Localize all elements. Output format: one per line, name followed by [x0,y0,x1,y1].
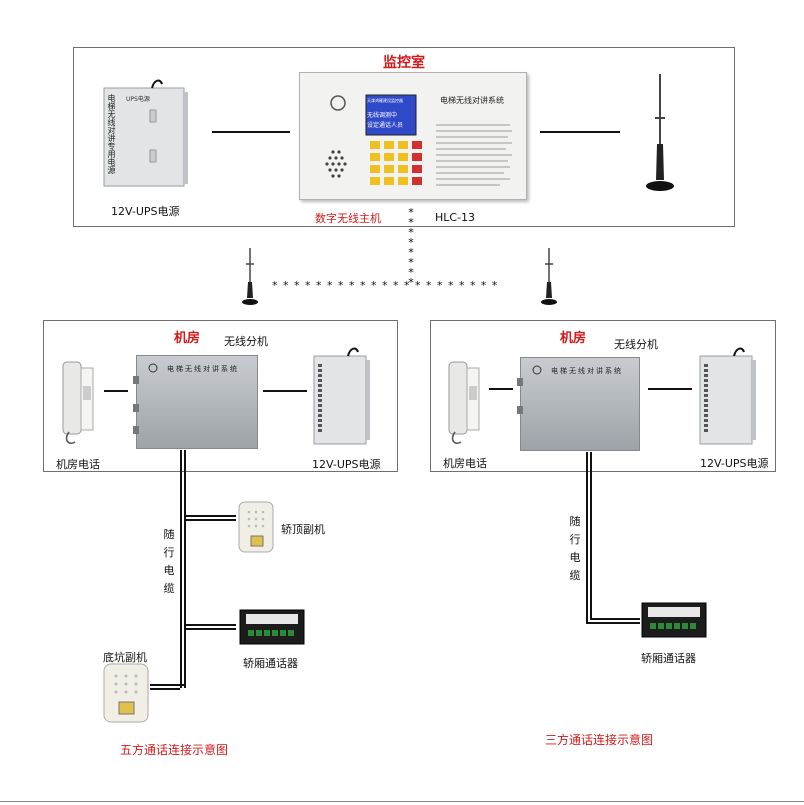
wireless-horizontal-dots: * * * * * * * * * * * * * * * * * * * * … [272,279,499,292]
keypad-icon [370,141,422,185]
left-sub-antenna-icon [242,248,258,305]
left-sub-unit-face-title: 电梯无线对讲系统 [167,365,239,373]
right-phone-label: 机房电话 [443,457,487,470]
left-ups-label: 12V-UPS电源 [312,458,381,471]
ups-face-text: UPS电源 [126,96,150,103]
left-machine-room-phone-icon [62,361,94,444]
link-host-antenna [540,131,620,133]
control-room-ups-label: 12V-UPS电源 [111,205,180,218]
three-way-caption: 三方通话连接示意图 [545,733,654,747]
right-sub-antenna-icon [541,248,557,305]
left-car-comm-label: 轿厢通话器 [243,657,298,670]
host-screen-line-1: 天津鸿雁建设监控器 [367,98,403,103]
left-phone-label: 机房电话 [56,458,100,471]
link-pit-a [150,684,184,686]
right-machine-room-title: 机房 [560,331,587,346]
sub-unit-graphics [517,365,542,414]
host-model: HLC-13 [435,211,476,224]
cable-char: 电 [569,551,581,564]
left-cable-b [184,450,186,688]
host-screen-line-2: 无线调测中 [367,112,398,119]
digital-wireless-host: 电梯无线对讲系统 天津鸿雁建设监控器 无线调测中 设定通话人员 [299,72,527,200]
left-ups-icon [313,347,370,445]
right-wireless-sub-unit: 电梯无线对讲系统 [517,357,640,451]
five-way-caption: 五方通话连接示意图 [120,743,229,757]
right-cable-b [590,452,592,620]
link-pit-b [150,688,180,690]
left-sub-unit-label: 无线分机 [224,335,268,348]
wireless-dot: * [408,266,414,279]
link-right-phone-sub [489,388,513,390]
link-left-sub-ups [263,390,307,392]
right-ups-icon [699,347,756,445]
car-top-speaker-icon [238,501,274,553]
right-cable-c [586,622,640,624]
car-top-label: 轿顶副机 [281,523,325,536]
left-machine-room-title: 机房 [174,331,201,346]
cable-char: 缆 [163,582,175,595]
left-cable-label: 随 行 电 缆 [162,526,176,598]
right-sub-unit-label: 无线分机 [614,338,658,351]
right-machine-room-phone-icon [448,361,480,444]
antenna-icon [646,74,674,191]
link-right-sub-ups [648,388,692,390]
cable-char: 电 [163,564,175,577]
cable-char: 缆 [569,569,581,582]
host-label: 数字无线主机 [315,212,381,225]
link-car-comm-b [184,628,236,630]
left-wireless-sub-unit: 电梯无线对讲系统 [133,355,258,449]
ups-side-text: 电梯无线对讲专用电源 [107,94,116,174]
right-cable-d [590,618,640,620]
wireless-dot: * [408,206,414,219]
cable-char: 行 [163,546,175,559]
cable-char: 随 [569,515,581,528]
sub-unit-graphics [133,363,158,434]
right-sub-unit-face-title: 电梯无线对讲系统 [551,367,623,375]
cable-char: 随 [163,528,175,541]
right-car-communicator-icon [641,602,707,638]
wireless-vertical-dots: * * * * * * * * [406,206,416,289]
right-cable-a [586,452,588,624]
link-left-phone-sub [104,390,128,392]
host-face-title: 电梯无线对讲系统 [440,96,504,105]
left-car-communicator-icon [239,609,305,645]
wireless-dot: * [408,216,414,229]
link-car-comm-a [184,624,236,626]
wireless-dot: * [408,256,414,269]
control-room-title: 监控室 [383,55,425,71]
right-cable-label: 随 行 电 缆 [568,513,582,585]
pit-label: 底坑副机 [103,651,147,664]
link-car-top-a [184,515,236,517]
left-cable-a [180,450,182,688]
host-screen-line-3: 设定通话人员 [367,122,404,129]
wireless-dot: * [408,276,414,289]
speaker-grille-icon [325,150,347,178]
right-ups-label: 12V-UPS电源 [700,457,769,470]
pit-speaker-icon [103,663,149,723]
cable-char: 行 [569,533,581,546]
wireless-dot: * [408,246,414,259]
bottom-rule [0,801,804,802]
right-car-comm-label: 轿厢通话器 [641,652,696,665]
wireless-dot: * [408,226,414,239]
wireless-dot: * [408,236,414,249]
link-ups-host [212,131,290,133]
control-room-ups: UPS电源 电梯无线对讲专用电源 [102,79,190,188]
host-panel-graphics [325,94,512,186]
link-car-top-b [184,519,236,521]
ups-power-icon [103,79,188,187]
